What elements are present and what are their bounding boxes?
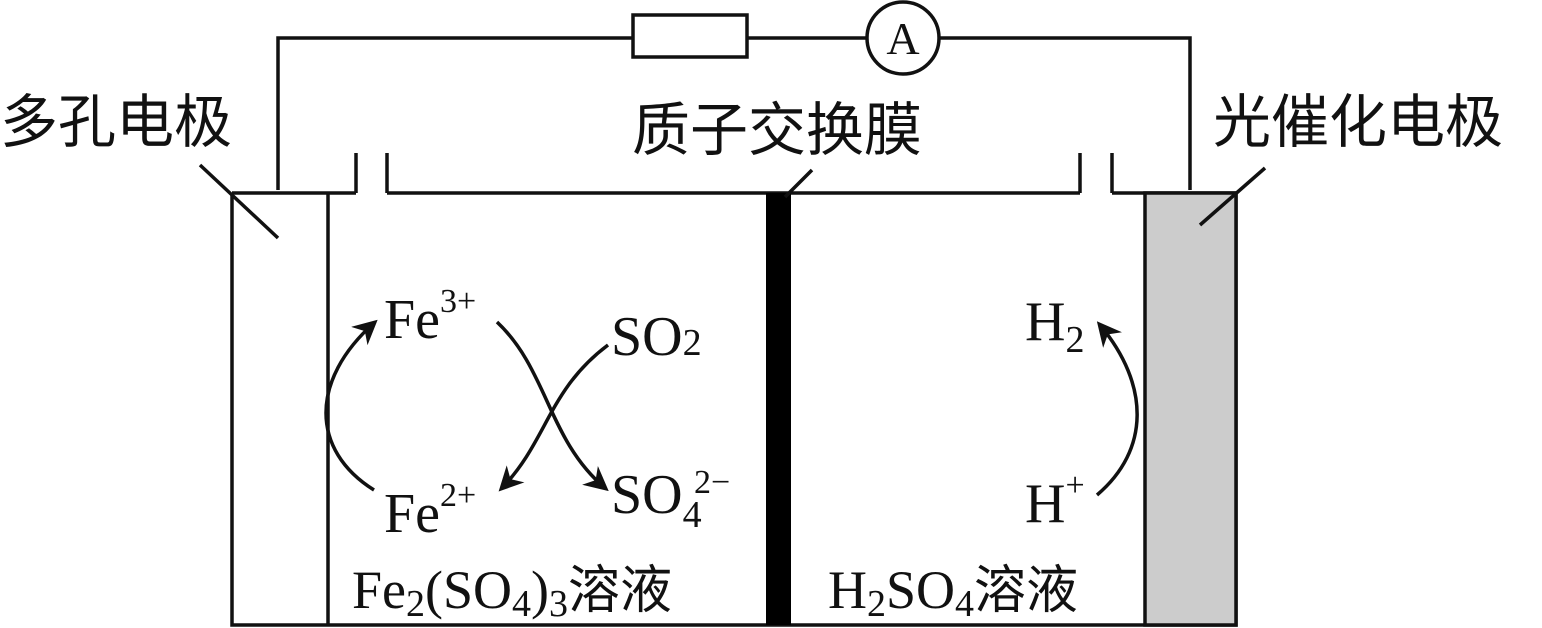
arrow-so2-to-fe2 xyxy=(498,343,610,492)
resistor xyxy=(631,13,749,59)
photocatalytic-electrode xyxy=(1143,191,1238,627)
label-photocatalytic-electrode: 光催化电极 xyxy=(1213,88,1503,156)
species-so2: SO2 xyxy=(611,306,702,368)
ammeter-icon xyxy=(865,0,941,76)
left-solution-label: Fe2(SO4)3溶液 xyxy=(352,560,672,625)
arrow-fe3-to-so4 xyxy=(495,320,609,492)
leader-line-porous xyxy=(198,163,280,240)
species-so4: SO42− xyxy=(611,464,730,536)
species-fe3: Fe3+ xyxy=(384,283,476,351)
label-membrane: 质子交换膜 xyxy=(632,96,922,164)
leader-line-photocatalytic xyxy=(1198,166,1267,227)
wire-right xyxy=(940,36,1192,190)
proton-exchange-membrane xyxy=(766,193,791,625)
label-porous-electrode: 多孔电极 xyxy=(0,88,232,156)
species-hplus: H+ xyxy=(1025,467,1085,535)
species-h2: H2 xyxy=(1025,291,1084,361)
arrow-hplus-to-h2 xyxy=(1095,321,1139,497)
leader-line-membrane xyxy=(783,168,814,199)
cell-container xyxy=(230,153,1238,627)
external-circuit: A xyxy=(276,0,1192,190)
species-fe2: Fe2+ xyxy=(384,477,476,545)
ammeter-label: A xyxy=(886,13,919,64)
wire-left xyxy=(276,36,633,190)
arrow-fe2-to-fe3 xyxy=(324,319,378,492)
right-solution-label: H2SO4溶液 xyxy=(828,560,1078,625)
